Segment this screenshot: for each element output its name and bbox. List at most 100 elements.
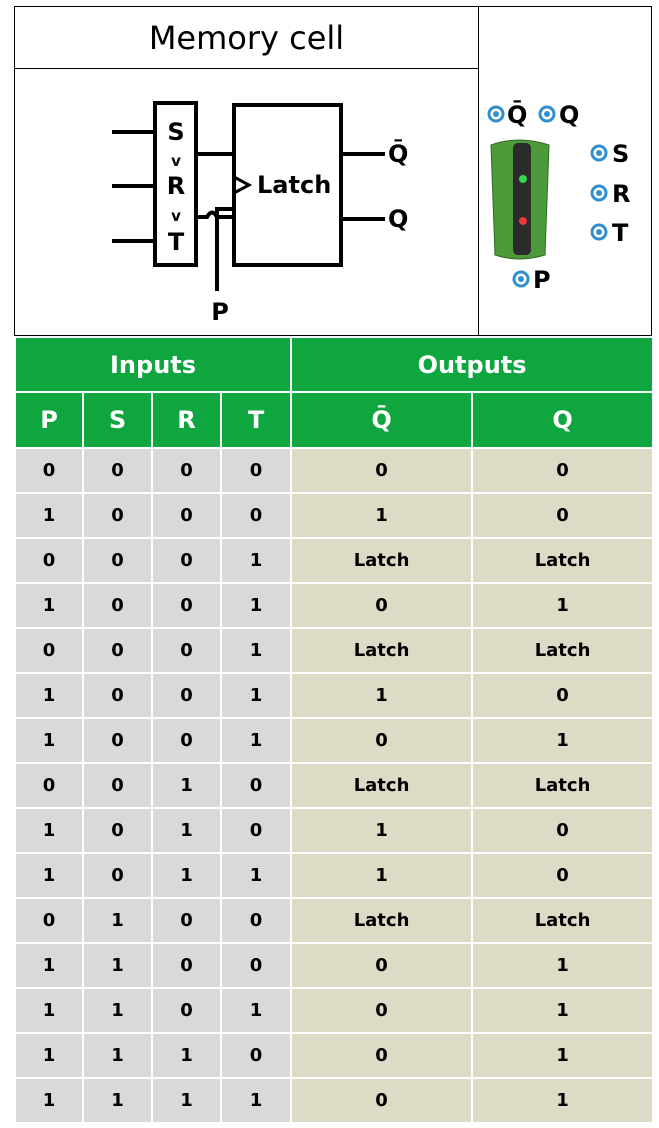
cell-p: 1 xyxy=(14,852,84,899)
cell-p: 1 xyxy=(14,1077,84,1124)
device-box: Q̄ Q S R xyxy=(478,6,652,336)
cell-r: 0 xyxy=(151,672,222,719)
cell-t: 1 xyxy=(219,717,293,764)
cell-s: 0 xyxy=(82,807,153,854)
cell-s: 0 xyxy=(82,537,153,584)
cell-t: 1 xyxy=(219,672,293,719)
inputs-header: Inputs xyxy=(13,336,293,393)
cell-r: 0 xyxy=(151,627,222,674)
cell-q: 0 xyxy=(471,447,655,494)
latch-label: Latch xyxy=(257,171,331,199)
port-dot-icon xyxy=(596,190,602,196)
logic-input-r: R xyxy=(167,172,185,200)
port-dot-icon xyxy=(493,111,499,117)
cell-qbar: 0 xyxy=(290,1077,474,1124)
column-header-s: S xyxy=(82,391,153,449)
led-green-icon xyxy=(519,175,527,183)
cell-s: 1 xyxy=(82,1032,153,1079)
title-box: Memory cell xyxy=(14,6,479,69)
cell-qbar: 1 xyxy=(290,492,474,539)
cell-p: 1 xyxy=(14,807,84,854)
logic-or-symbol-2: v xyxy=(171,207,181,225)
led-red-icon xyxy=(519,217,527,225)
cell-s: 0 xyxy=(82,582,153,629)
clock-triangle-icon xyxy=(233,175,253,195)
cell-q: 0 xyxy=(471,807,655,854)
port-s[interactable] xyxy=(590,144,608,162)
cell-qbar: 1 xyxy=(290,672,474,719)
port-label-r: R xyxy=(612,180,630,208)
cell-t: 1 xyxy=(219,852,293,899)
port-p[interactable] xyxy=(512,270,530,288)
cell-qbar: Latch xyxy=(290,537,474,584)
cell-qbar: 0 xyxy=(290,942,474,989)
cell-s: 0 xyxy=(82,447,153,494)
group-header-row: Inputs Outputs xyxy=(13,336,655,393)
cell-s: 1 xyxy=(82,942,153,989)
cell-s: 1 xyxy=(82,897,153,944)
cell-p: 0 xyxy=(14,537,84,584)
cell-p: 0 xyxy=(14,897,84,944)
cell-t: 1 xyxy=(219,1077,293,1124)
cell-q: Latch xyxy=(471,762,655,809)
cell-qbar: Latch xyxy=(290,627,474,674)
cell-s: 0 xyxy=(82,672,153,719)
cell-t: 1 xyxy=(219,627,293,674)
figure-title: Memory cell xyxy=(148,18,345,57)
cell-q: 0 xyxy=(471,672,655,719)
cell-s: 0 xyxy=(82,717,153,764)
outputs-header: Outputs xyxy=(290,336,655,393)
cell-r: 1 xyxy=(151,762,222,809)
cell-r: 0 xyxy=(151,987,222,1034)
port-r[interactable] xyxy=(590,184,608,202)
port-qbar[interactable] xyxy=(487,105,505,123)
cell-q: 1 xyxy=(471,1077,655,1124)
column-header-row: P S R T Q̄ Q xyxy=(14,391,655,449)
logic-block xyxy=(153,101,198,267)
cell-qbar: 1 xyxy=(290,807,474,854)
memory-cell-device xyxy=(490,139,550,260)
cell-q: 1 xyxy=(471,987,655,1034)
cell-s: 0 xyxy=(82,627,153,674)
cell-r: 0 xyxy=(151,942,222,989)
cell-t: 1 xyxy=(219,537,293,584)
cell-q: 1 xyxy=(471,1032,655,1079)
cell-q: Latch xyxy=(471,537,655,584)
cell-p: 1 xyxy=(14,942,84,989)
logic-input-s: S xyxy=(167,118,184,146)
memory-cell-figure: Memory cell S v R v T P Latch xyxy=(13,6,655,1124)
port-q[interactable] xyxy=(538,105,556,123)
cell-r: 1 xyxy=(151,852,222,899)
cell-t: 0 xyxy=(219,897,293,944)
cell-r: 0 xyxy=(151,537,222,584)
cell-t: 0 xyxy=(219,942,293,989)
cell-p: 1 xyxy=(14,717,84,764)
cell-p: 1 xyxy=(14,492,84,539)
cell-qbar: 0 xyxy=(290,987,474,1034)
cell-q: 1 xyxy=(471,717,655,764)
port-t[interactable] xyxy=(590,223,608,241)
cell-qbar: 0 xyxy=(290,1032,474,1079)
cell-s: 1 xyxy=(82,987,153,1034)
port-dot-icon xyxy=(518,276,524,282)
cell-qbar: 0 xyxy=(290,717,474,764)
cell-r: 1 xyxy=(151,1077,222,1124)
cell-qbar: 1 xyxy=(290,852,474,899)
column-header-p: P xyxy=(14,391,84,449)
cell-qbar: 0 xyxy=(290,447,474,494)
cell-r: 0 xyxy=(151,447,222,494)
cell-s: 0 xyxy=(82,492,153,539)
cell-r: 1 xyxy=(151,1032,222,1079)
cell-s: 0 xyxy=(82,762,153,809)
